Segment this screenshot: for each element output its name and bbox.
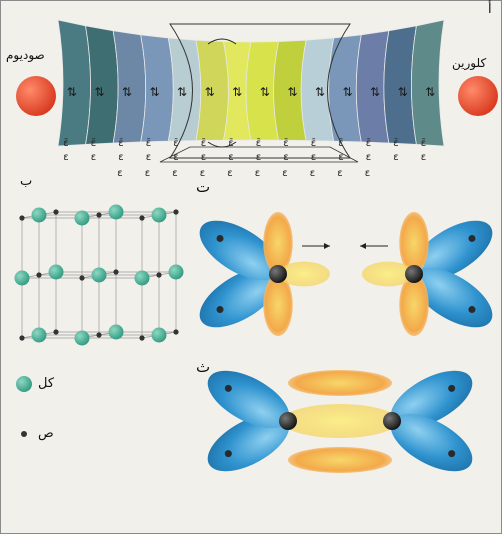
legend-chlorine-ball (16, 376, 32, 392)
legend-sodium-dot (21, 431, 27, 437)
